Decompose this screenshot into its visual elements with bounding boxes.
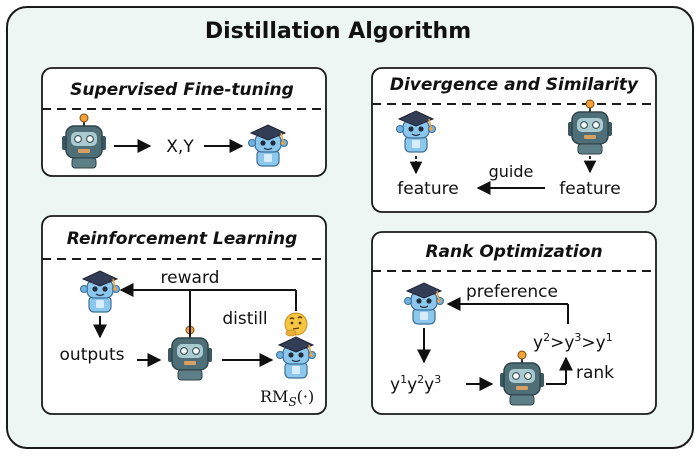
panel-title-divergence: Divergence and Similarity xyxy=(390,75,639,95)
panel-divergence-similarity: Divergence and Similarity feature featur… xyxy=(371,67,657,213)
reward-model-label: RMS(·) xyxy=(260,387,314,409)
student-feature-label: feature xyxy=(397,179,458,199)
panel-reinforcement-learning: Reinforcement Learning reward outputs di… xyxy=(41,215,327,415)
samples-label: y1y2y3 xyxy=(390,373,441,395)
reward-label: reward xyxy=(161,268,220,288)
guide-label: guide xyxy=(489,162,534,181)
rank-label: rank xyxy=(576,363,614,383)
panel-rank-optimization: Rank Optimization preference y2>y3>y1 y1… xyxy=(371,231,657,415)
preference-label: preference xyxy=(466,282,558,302)
panel-title-sft: Supervised Fine-tuning xyxy=(70,80,294,100)
sft-data-label: X,Y xyxy=(166,137,194,157)
panel-supervised-fine-tuning: Supervised Fine-tuning X,Y xyxy=(41,67,327,177)
teacher-feature-label: feature xyxy=(559,179,620,199)
outputs-label: outputs xyxy=(60,345,125,365)
panel-title-rl: Reinforcement Learning xyxy=(67,229,298,249)
diagram-title: Distillation Algorithm xyxy=(205,19,471,44)
panel-title-rank: Rank Optimization xyxy=(425,242,602,262)
ranking-label: y2>y3>y1 xyxy=(533,331,613,353)
distill-label: distill xyxy=(222,309,267,329)
